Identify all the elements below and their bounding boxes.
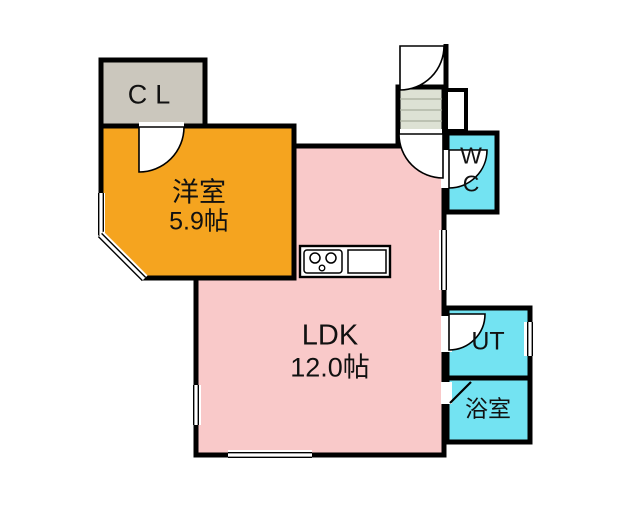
closet-door-swing-icon <box>138 126 185 173</box>
kitchen-sink-icon <box>347 249 387 274</box>
ldk-name: LDK <box>301 319 359 352</box>
ldk-size: 12.0帖 <box>290 352 370 383</box>
stove-burners-icon <box>303 249 343 274</box>
western-room-size: 5.9帖 <box>169 207 229 236</box>
wc-door-swing-icon <box>448 149 488 189</box>
window-ldk-bottom <box>228 450 312 461</box>
room-bathroom <box>444 375 533 445</box>
window-ldk-left <box>190 385 201 425</box>
genkan-tiles-icon <box>400 98 442 122</box>
corner-window-western <box>96 231 148 283</box>
room-ldk <box>193 130 447 458</box>
closet-label: CL <box>127 79 179 110</box>
wc-label-c: C <box>462 170 480 197</box>
wc-label-w: W <box>460 142 482 169</box>
window-utility-right <box>524 322 535 356</box>
hall-doorway <box>400 129 442 137</box>
hall-door-swing-icon <box>398 133 444 179</box>
wc-doorway <box>441 150 452 188</box>
shoe-cabinet-icon <box>444 88 468 133</box>
entry-door-swing-icon <box>399 45 445 91</box>
window-western-left <box>95 193 105 235</box>
bathroom-label: 浴室 <box>465 395 511 422</box>
bathroom-doorway <box>441 382 452 404</box>
bath-door-leaf-icon <box>449 381 472 404</box>
window-ldk-right <box>439 230 450 290</box>
western-room-name: 洋室 <box>172 177 226 208</box>
closet-doorway <box>139 122 184 130</box>
openings <box>95 122 535 461</box>
doors <box>138 45 488 404</box>
utility-door-swing-icon <box>448 313 486 351</box>
utility-label: UT <box>471 327 505 356</box>
utility-doorway <box>441 316 452 352</box>
kitchen-counter <box>298 244 392 279</box>
